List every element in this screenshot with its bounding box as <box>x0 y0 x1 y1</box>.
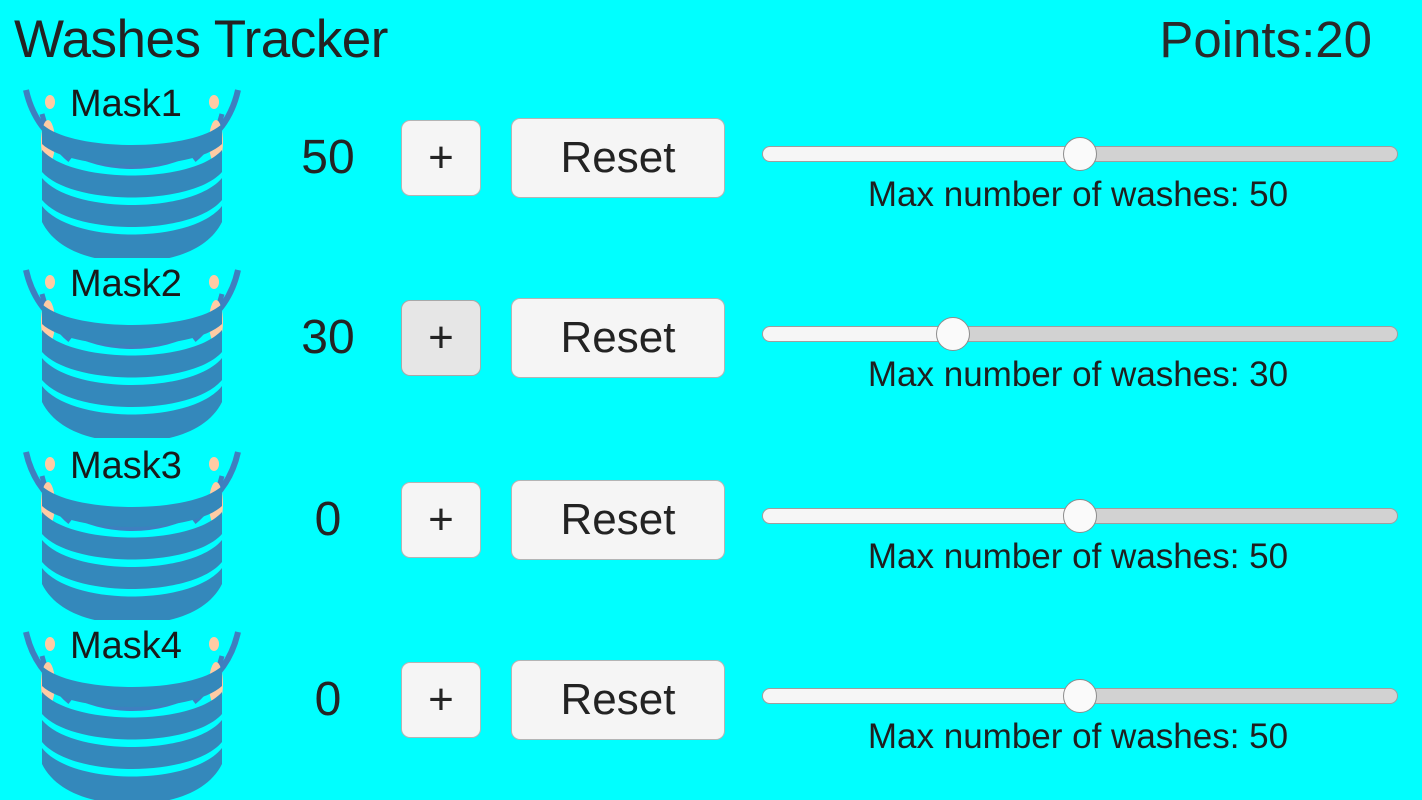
max-washes-slider[interactable] <box>762 499 1398 533</box>
max-washes-slider[interactable] <box>762 137 1398 171</box>
mask-row: Mask1 50 + Reset Max number of washes: 5… <box>0 78 1422 258</box>
slider-thumb[interactable] <box>1063 499 1097 533</box>
face-mask-icon <box>23 631 241 800</box>
max-washes-caption: Max number of washes: 30 <box>867 355 1289 394</box>
increment-button[interactable]: + <box>401 482 481 558</box>
slider-track-fill <box>762 326 953 342</box>
face-mask-icon <box>23 89 241 258</box>
page-title: Washes Tracker <box>14 10 388 69</box>
wash-count-value: 30 <box>301 311 355 364</box>
wash-count-value: 0 <box>314 493 342 546</box>
mask-icon-cell: Mask1 <box>8 78 256 258</box>
slider-track-fill <box>762 146 1080 162</box>
reset-button[interactable]: Reset <box>511 480 725 560</box>
max-washes-caption: Max number of washes: 50 <box>867 537 1289 576</box>
mask-row: Mask2 30 + Reset Max number of washes: 3… <box>0 258 1422 438</box>
max-washes-caption: Max number of washes: 50 <box>867 717 1289 756</box>
face-mask-icon <box>23 269 241 438</box>
mask-name-label: Mask4 <box>70 625 182 667</box>
max-washes-slider-cell: Max number of washes: 50 <box>760 78 1400 258</box>
max-washes-slider-cell: Max number of washes: 50 <box>760 620 1400 800</box>
slider-track-fill <box>762 688 1080 704</box>
reset-button[interactable]: Reset <box>511 118 725 198</box>
mask-row: Mask4 0 + Reset Max number of washes: 50 <box>0 620 1422 800</box>
increment-button[interactable]: + <box>401 662 481 738</box>
increment-button[interactable]: + <box>401 120 481 196</box>
mask-name-label: Mask2 <box>70 263 182 305</box>
mask-icon-cell: Mask2 <box>8 258 256 438</box>
reset-button[interactable]: Reset <box>511 660 725 740</box>
slider-track-fill <box>762 508 1080 524</box>
mask-row: Mask3 0 + Reset Max number of washes: 50 <box>0 440 1422 620</box>
max-washes-slider[interactable] <box>762 679 1398 713</box>
max-washes-caption: Max number of washes: 50 <box>867 175 1289 214</box>
slider-thumb[interactable] <box>1063 137 1097 171</box>
slider-thumb[interactable] <box>935 317 970 351</box>
face-mask-icon <box>23 451 241 620</box>
slider-thumb[interactable] <box>1063 679 1097 713</box>
points-counter: Points:20 <box>1159 11 1372 68</box>
app-header: Washes Tracker Points:20 <box>0 0 1422 80</box>
max-washes-slider[interactable] <box>762 317 1398 351</box>
mask-icon-cell: Mask3 <box>8 440 256 620</box>
max-washes-slider-cell: Max number of washes: 50 <box>760 440 1400 620</box>
wash-count-value: 50 <box>301 131 355 184</box>
mask-name-label: Mask1 <box>70 83 182 125</box>
max-washes-slider-cell: Max number of washes: 30 <box>760 258 1400 438</box>
mask-name-label: Mask3 <box>70 445 182 487</box>
mask-icon-cell: Mask4 <box>8 620 256 800</box>
wash-count-value: 0 <box>314 673 342 726</box>
reset-button[interactable]: Reset <box>511 298 725 378</box>
increment-button[interactable]: + <box>401 300 481 376</box>
